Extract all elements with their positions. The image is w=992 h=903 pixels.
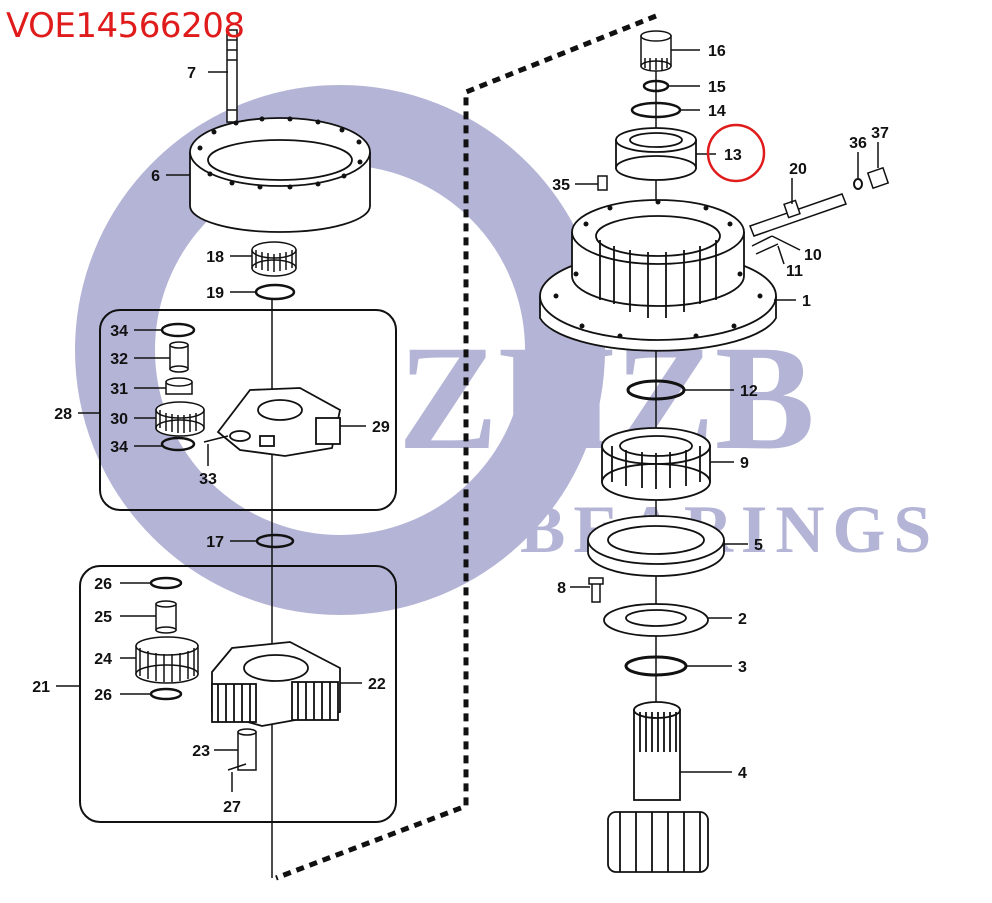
callout-29: 29: [372, 419, 390, 436]
callout-12: 12: [740, 383, 758, 400]
callout-7: 7: [187, 65, 196, 82]
callout-26-top: 26: [94, 576, 112, 593]
part-22-planet-carrier: [211, 641, 341, 727]
part-36-oring: [853, 178, 863, 190]
callout-3: 3: [738, 659, 747, 676]
callout-10: 10: [804, 247, 822, 264]
callout-11: 11: [786, 263, 803, 280]
part-24-gear: [135, 636, 199, 684]
part-13-bearing: [615, 127, 697, 181]
part-37-fitting: [866, 166, 890, 190]
callout-21: 21: [32, 679, 50, 696]
callout-13: 13: [724, 147, 742, 164]
callout-26-bottom: 26: [94, 687, 112, 704]
part-4-pinion-shaft: [607, 701, 709, 873]
part-25-bushing: [155, 600, 177, 634]
part-34-washer-top: [160, 322, 196, 338]
callout-37: 37: [871, 125, 889, 142]
callout-16: 16: [708, 43, 726, 60]
callout-35: 35: [552, 177, 570, 194]
group-box-21: [79, 565, 397, 823]
part-18-gear: [251, 241, 297, 277]
part-8-bolt: [588, 577, 604, 603]
part-32-bushing: [169, 341, 189, 373]
callout-17: 17: [206, 534, 224, 551]
callout-24: 24: [94, 651, 112, 668]
callout-5: 5: [754, 537, 763, 554]
callout-15: 15: [708, 79, 726, 96]
callout-18: 18: [206, 249, 224, 266]
part-2-plate: [603, 603, 709, 637]
part-35-plug: [597, 175, 608, 191]
part-number-title: VOE14566208: [6, 6, 245, 46]
callout-31: 31: [110, 381, 128, 398]
callout-1: 1: [802, 293, 811, 310]
leader-lines: [56, 49, 879, 792]
callout-34-bottom: 34: [110, 439, 128, 456]
part-6-ring-gear: [189, 116, 371, 233]
part-5-ring-plate: [587, 515, 725, 577]
callout-25: 25: [94, 609, 112, 626]
part-23-pin: [237, 728, 257, 771]
part-30-gear: [155, 401, 205, 437]
part-9-bearing: [601, 427, 711, 501]
callout-19: 19: [206, 285, 224, 302]
callout-23: 23: [192, 743, 210, 760]
callout-22: 22: [368, 676, 386, 693]
part-7-stud: [226, 29, 238, 123]
part-34-washer-bottom: [160, 436, 196, 452]
callout-30: 30: [110, 411, 128, 428]
left-group-boxes: [79, 309, 397, 823]
part-19-ring: [254, 283, 296, 301]
part-10-11-pins: [751, 235, 779, 255]
callout-27: 27: [223, 799, 241, 816]
callout-14: 14: [708, 103, 726, 120]
divider-lines: [275, 13, 657, 881]
callout-6: 6: [151, 168, 160, 185]
watermark-sub: BEARINGS: [520, 491, 939, 567]
dashed-divider: [275, 13, 657, 881]
part-29-carrier: [216, 387, 342, 457]
callout-32: 32: [110, 351, 128, 368]
callout-28: 28: [54, 406, 72, 423]
callout-4: 4: [738, 765, 747, 782]
highlight-circle-13: [706, 123, 766, 183]
callout-8: 8: [557, 580, 566, 597]
callout-2: 2: [738, 611, 747, 628]
callout-36: 36: [849, 135, 867, 152]
callout-20: 20: [789, 161, 807, 178]
part-26-washer-bottom: [149, 687, 183, 701]
part-27-pin: [227, 763, 247, 771]
callout-34-top: 34: [110, 323, 128, 340]
callout-9: 9: [740, 455, 749, 472]
part-1-housing: [539, 199, 777, 352]
part-16-cap: [640, 30, 672, 72]
part-26-washer-top: [149, 576, 183, 590]
group-box-28: [99, 309, 397, 511]
callout-33: 33: [199, 471, 217, 488]
part-20-rod: [749, 193, 847, 237]
callout-labels: 7 6 18 19 34 32 31 30 34 28 29 33 17 26 …: [32, 43, 889, 816]
part-31-bearing: [165, 377, 193, 395]
part-33-pin: [203, 435, 229, 443]
